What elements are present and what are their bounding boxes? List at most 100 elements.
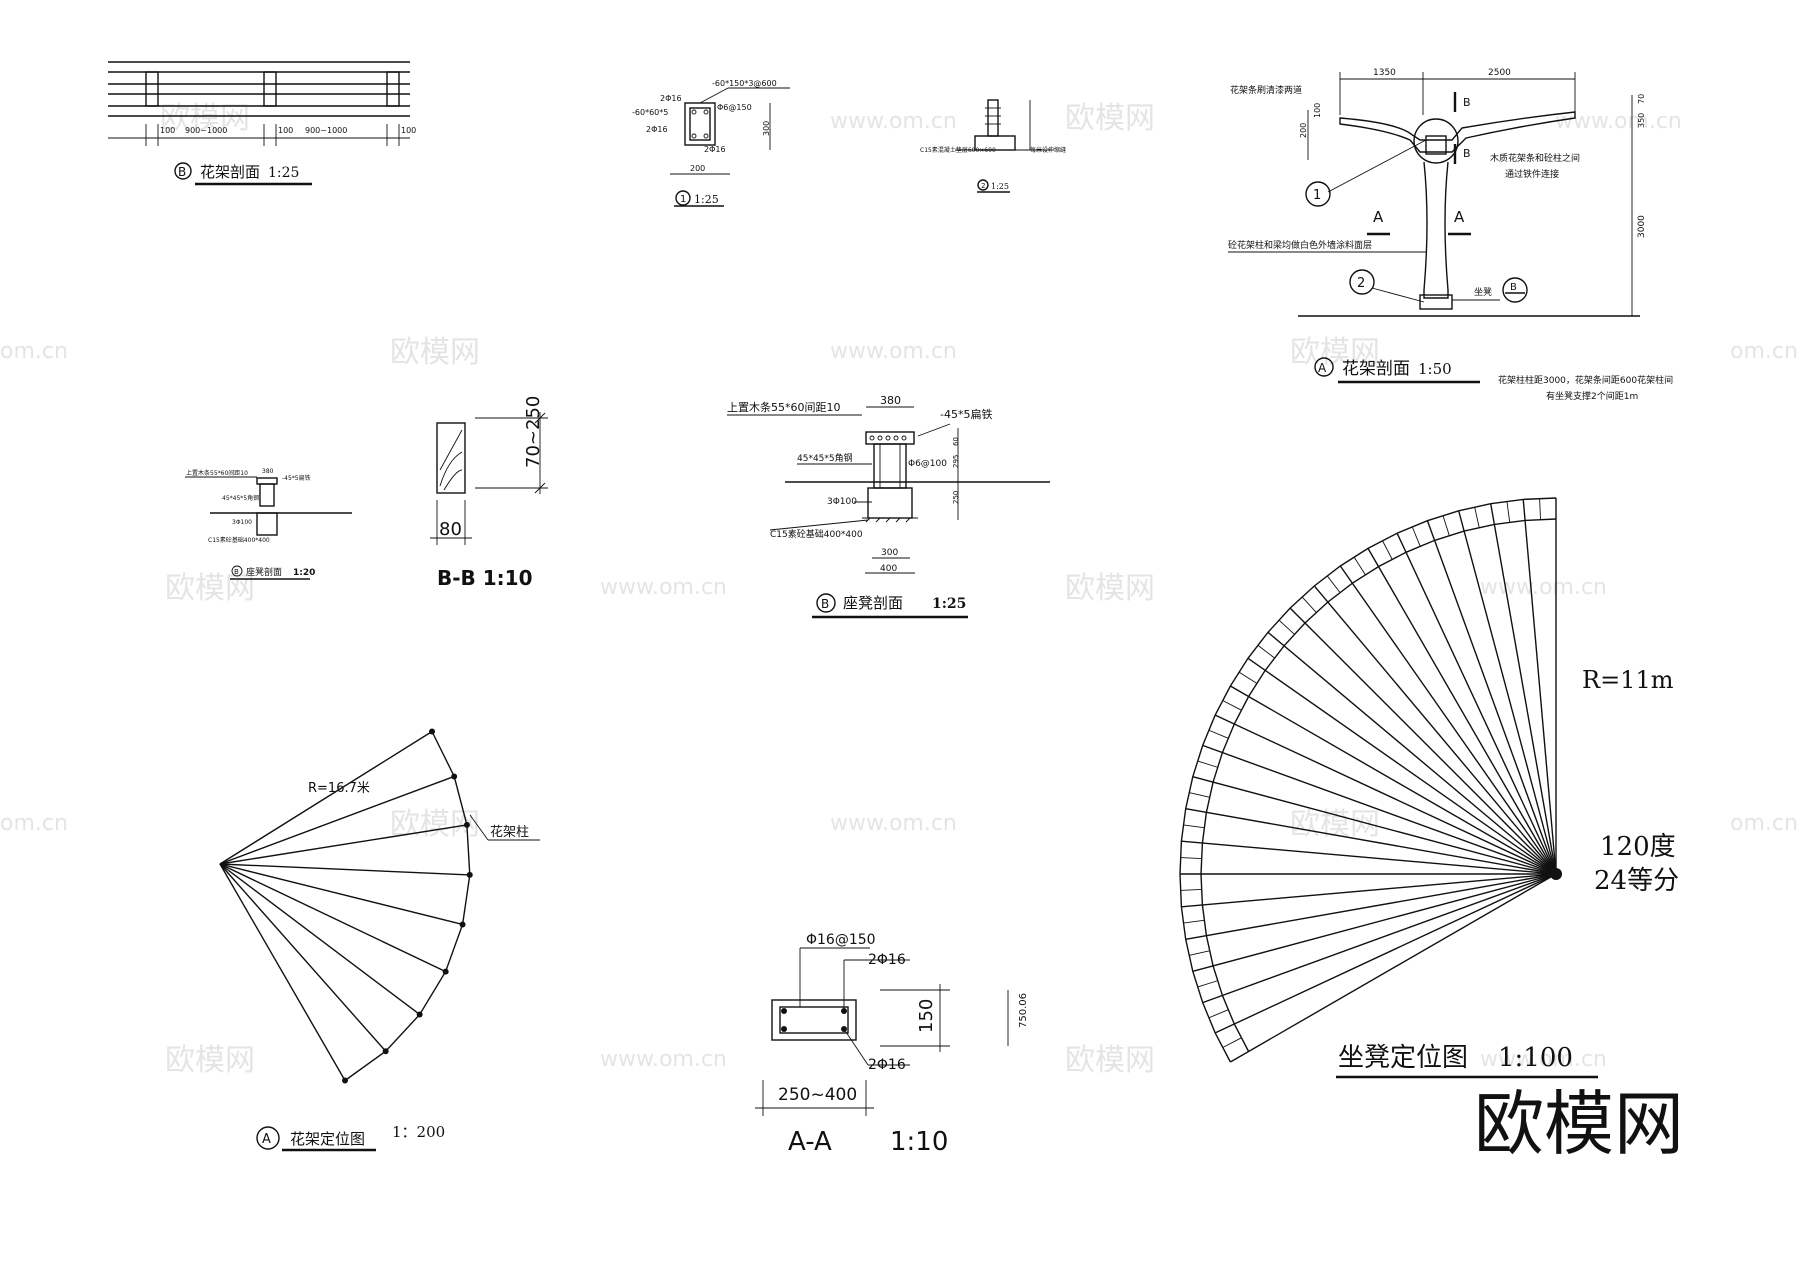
detail-2-section: C15素混凝土垫层600×600 每米设伸缩缝 2 1:25 — [920, 99, 1066, 193]
watermark-url: www.om.cn — [830, 811, 957, 836]
drawing-scale: 1:100 — [1498, 1043, 1573, 1073]
dim-2500: 2500 — [1488, 68, 1511, 78]
bench-ref: B — [1510, 282, 1517, 293]
bar-bot: 2Φ16 — [868, 1057, 906, 1073]
title-marker: B — [234, 568, 239, 576]
note-top: 花架条刷清漆两道 — [1230, 84, 1302, 96]
seat-slat — [1278, 619, 1295, 635]
dim-1350: 1350 — [1373, 68, 1396, 78]
seat-slat — [1257, 644, 1275, 659]
seat-slat — [1188, 792, 1210, 798]
plan-ray — [219, 863, 470, 876]
detail-marker: 1 — [680, 194, 686, 205]
foundation-note: C15素混凝土垫层600×600 — [920, 146, 996, 154]
seat-slat — [1183, 824, 1205, 829]
seat-slat — [1381, 540, 1393, 560]
callout-2-label: 2 — [1357, 276, 1365, 291]
note-mid-1: 木质花架条和砼柱之间 — [1490, 152, 1580, 164]
watermark-cn: 欧模网 — [165, 1043, 255, 1078]
note-flat: -45*5扁铁 — [940, 408, 992, 421]
plan-ray — [219, 863, 446, 973]
drawing-title: 花架剖面 — [200, 163, 260, 181]
seat-slat — [1208, 729, 1229, 739]
dim-100: 100 — [1313, 103, 1322, 118]
callout-2 — [1349, 269, 1375, 295]
bar-b: 2Φ16 — [646, 125, 668, 134]
watermark-cn: 欧模网 — [1065, 101, 1155, 136]
bench-plan-fan: R=11m 120度 24等分 坐凳定位图 1:100 — [1179, 497, 1679, 1079]
dim-200: 200 — [1299, 123, 1308, 138]
note-right-2: 有坐凳支撑2个间距1m — [1546, 390, 1638, 402]
watermark-url-partial: om.cn — [0, 339, 68, 364]
radius-label: R=11m — [1582, 666, 1674, 694]
seat-slat — [1539, 498, 1541, 520]
watermark-url: www.om.cn — [1480, 1047, 1607, 1072]
radius-label: R=16.7米 — [308, 781, 370, 796]
note-3: 45*45*5角钢 — [222, 494, 259, 502]
cut-a: A — [1454, 208, 1465, 226]
angle-label: 120度 — [1600, 832, 1676, 862]
dim-span: 900~1000 — [185, 126, 227, 135]
seat-slat — [1301, 596, 1317, 613]
timber-profile — [436, 422, 466, 494]
title-marker-circle — [1314, 357, 1334, 377]
watermark-cn: 欧模网 — [1290, 807, 1380, 842]
fan-ray — [1202, 873, 1557, 1004]
foundation: C15素砼基础400*400 — [770, 528, 863, 540]
title-marker-circle — [174, 162, 192, 180]
callout-1 — [1305, 181, 1331, 207]
dim-200: 200 — [690, 164, 705, 173]
small-bench-section: 上置木条55*60间距10 -45*5扁铁 45*45*5角钢 3Φ100 C1… — [185, 468, 352, 580]
cut-b: B — [1463, 147, 1471, 160]
fan-geometry — [1179, 497, 1562, 1063]
detail-scale: 1:25 — [991, 182, 1009, 191]
watermark-cn: 欧模网 — [165, 571, 255, 606]
fan-ray — [1339, 565, 1557, 875]
fan-ray — [1192, 776, 1557, 875]
fan-ray — [1396, 532, 1557, 875]
seat-slat — [1180, 857, 1202, 859]
stirrup: Φ16@150 — [806, 932, 876, 948]
seat-slat — [1442, 515, 1450, 536]
watermark-layer: 欧模网 www.om.cn 欧模网 www.om.cn om.cn 欧模网 ww… — [0, 101, 1798, 1078]
seat-slat — [1197, 980, 1218, 988]
cut-a: A — [1373, 208, 1384, 226]
pergola-section-a: 1350 2500 花架条刷清漆两道 200 100 70 350 3000 B… — [1228, 68, 1673, 402]
drawing-title: A-A — [788, 1127, 832, 1157]
watermark-cn: 欧模网 — [160, 101, 250, 136]
watermark-cn: 欧模网 — [1065, 1043, 1155, 1078]
detail-scale: 1:25 — [694, 193, 719, 206]
plan-ray — [219, 863, 387, 1052]
plan-ray — [219, 730, 433, 865]
note-angle: 45*45*5角钢 — [797, 452, 853, 464]
title-marker-circle — [256, 1126, 280, 1150]
dim-400: 400 — [880, 564, 897, 574]
drawing-title: B-B 1:10 — [437, 566, 533, 590]
dim-3000: 3000 — [1637, 215, 1647, 238]
drawing-scale: 1:25 — [268, 165, 299, 181]
bench-ref-circle — [1502, 277, 1528, 303]
seat-slat — [1188, 950, 1210, 956]
drawing-title: 坐凳定位图 — [1338, 1043, 1468, 1073]
title-marker: A — [262, 1132, 271, 1147]
watermark-url: www.om.cn — [1480, 575, 1607, 600]
dim-300: 300 — [762, 121, 771, 136]
stirrup: Φ6@100 — [908, 459, 947, 469]
bar-top: 2Φ16 — [868, 952, 906, 968]
seat-slat — [1411, 526, 1421, 547]
dim-height: 70~250 — [523, 396, 544, 468]
detail-marker-circle — [675, 190, 691, 206]
bars: 3Φ100 — [827, 497, 857, 507]
drawing-scale: 1:10 — [890, 1127, 948, 1157]
fan-ray — [1267, 631, 1557, 875]
dim-150: 150 — [916, 999, 937, 1033]
fan-ray — [1289, 607, 1557, 875]
cut-b: B — [1463, 96, 1471, 109]
plan-rays — [219, 728, 473, 1084]
drawing-scale: 1:50 — [1418, 360, 1452, 378]
pergola-section-b-elevation: 100 900~1000 100 900~1000 100 B 花架剖面 1:2… — [108, 61, 416, 186]
fan-ray — [1313, 585, 1557, 875]
dim-100: 100 — [401, 126, 416, 135]
seat-slat — [1238, 671, 1257, 684]
watermark-url: www.om.cn — [1555, 109, 1682, 134]
